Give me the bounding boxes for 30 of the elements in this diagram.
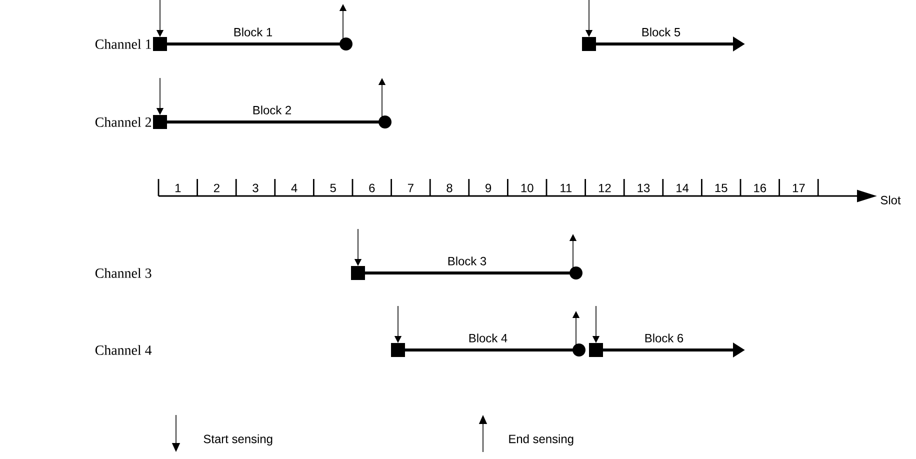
slot-number: 6 [369, 184, 375, 192]
channel-label: Channel 4 [95, 345, 152, 355]
legend-text: Start sensing [204, 434, 272, 446]
slot-number: 1 [176, 184, 181, 192]
slot-number: 10 [521, 184, 534, 192]
slot-number: 13 [638, 184, 650, 192]
channel-label: Channel 1 [95, 39, 151, 49]
legend-text: End sensing [509, 434, 574, 446]
slot-number: 12 [598, 184, 611, 192]
channel-label: Channel 2 [95, 117, 152, 127]
slot-number: 14 [676, 184, 689, 192]
block-label: Block 6 [645, 334, 684, 342]
block-label: Block 3 [448, 256, 486, 266]
slot-number: 11 [560, 184, 572, 192]
channel-label: Channel 3 [95, 268, 152, 278]
slot-number: 9 [486, 184, 492, 192]
slot-number: 5 [330, 184, 336, 192]
slot-number: 15 [715, 184, 728, 192]
slot-number: 16 [754, 184, 766, 192]
slot-number: 2 [214, 184, 220, 192]
slot-number: 8 [446, 184, 452, 192]
block-label: Block 5 [642, 28, 680, 36]
slot-number: 17 [792, 184, 805, 192]
slot-number: 4 [291, 184, 298, 192]
block-label: Block 4 [469, 334, 508, 342]
block-label: Block 1 [234, 28, 272, 36]
block-label: Block 2 [253, 106, 291, 114]
slot-number: 3 [252, 184, 258, 192]
slot-number: 7 [408, 184, 414, 192]
axis-label: Slot [880, 196, 901, 204]
